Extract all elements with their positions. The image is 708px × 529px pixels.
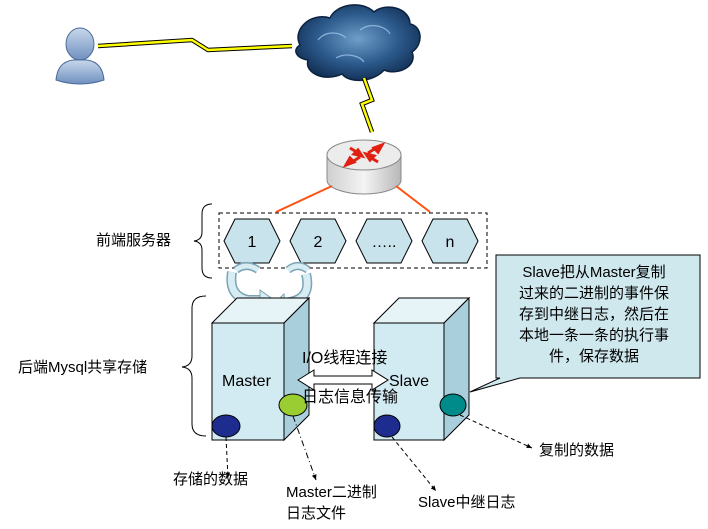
log-transfer-label: 日志信息传输 [302,389,399,406]
router-icon [326,139,402,195]
frontend-server-group [218,212,488,269]
slave-data-disk [439,393,467,417]
router-link-left [275,185,333,213]
slave-server [372,296,471,442]
callout-line: 本地一条一条的执行事 [518,327,669,344]
relay-log-label: Slave中继日志 [418,494,516,511]
callout-line: Slave把从Master复制 [522,264,666,281]
server-label: ….. [372,234,397,251]
server-label: 1 [248,234,257,251]
callout-line: 件，保存数据 [548,348,639,365]
frontend-server-1: 1 [223,218,281,264]
master-label: Master [222,373,271,390]
server-hexagon [223,218,281,264]
stored-data-label: 存储的数据 [173,471,249,488]
server-hexagon [355,218,413,264]
frontend-server-2: 2 [289,218,347,264]
slave-label: Slave [389,373,430,390]
binlog-pointer [292,415,317,481]
binlog-label-line1: Master二进制 [286,484,377,501]
frontend-server-4: n [421,218,479,264]
router-link-right [395,185,431,213]
slave-relaylog-disk [373,414,401,438]
server-label: n [446,234,455,251]
backend-label: 后端Mysql共享存储 [18,359,148,376]
master-server [210,296,311,442]
replicated-data-label: 复制的数据 [539,442,615,459]
internet-cloud-icon [295,4,421,82]
frontend-server-3: ….. [355,218,413,264]
io-thread-label: I/O线程连接 [302,350,388,367]
relay-log-pointer [391,436,437,492]
frontend-label: 前端服务器 [96,232,172,249]
backend-brace [181,295,207,437]
replicated-data-pointer [459,414,533,449]
user-icon [55,27,105,85]
callout-text: Slave把从Master复制 过来的二进制的事件保 存到中继日志，然后在 本地… [496,262,692,367]
frontend-brace [193,203,213,279]
binlog-label-line2: 日志文件 [286,505,347,522]
server-label: 2 [314,234,323,251]
master-data-disk [211,414,241,438]
replication-double-arrow [297,369,389,391]
server-hexagon [421,218,479,264]
callout-line: 存到中继日志，然后在 [518,306,669,323]
callout-line: 过来的二进制的事件保 [518,285,669,302]
callout-box [469,254,701,393]
